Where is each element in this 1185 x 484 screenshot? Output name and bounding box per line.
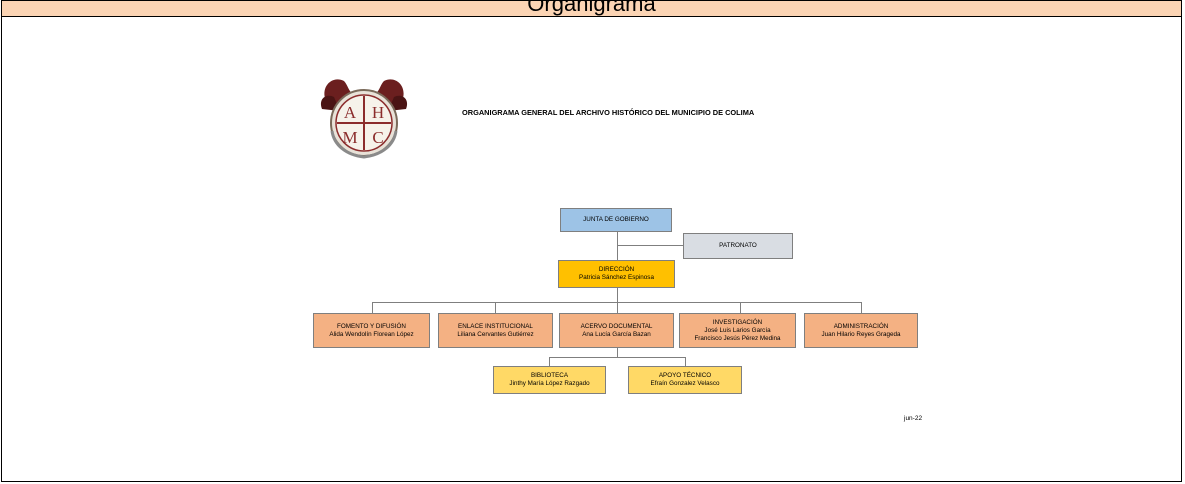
department-name: Alida Wendolín Florean López <box>329 330 414 338</box>
header-bar: Organigrama <box>1 0 1182 17</box>
document-title: ORGANIGRAMA GENERAL DEL ARCHIVO HISTÓRIC… <box>462 108 755 117</box>
department-title: INVESTIGACIÓN <box>712 318 763 326</box>
direccion-box: DIRECCIÓN Patricia Sánchez Espinosa <box>558 260 675 288</box>
subunit-title: APOYO TÉCNICO <box>658 372 712 379</box>
direccion-title: DIRECCIÓN <box>598 266 635 273</box>
header-title: Organigrama <box>527 0 656 16</box>
subunit-name: Efraín Gonzalez Velasco <box>650 380 720 387</box>
connector-sub-1 <box>549 357 550 366</box>
connector-dept-5 <box>861 302 862 313</box>
connector-sub-2 <box>685 357 686 366</box>
department-administracion-box: ADMINISTRACIÓN Juan Hilario Reyes Graged… <box>804 313 918 348</box>
department-enlace-box: ENLACE INSTITUCIONAL Liliana Cervantes G… <box>438 313 553 348</box>
logo-letter-m: M <box>342 128 357 147</box>
patronato-title: PATRONATO <box>719 242 757 249</box>
department-title: ENLACE INSTITUCIONAL <box>458 322 533 330</box>
department-investigacion-box: INVESTIGACIÓN José Luis Larios García Fr… <box>679 313 796 348</box>
junta-title: JUNTA DE GOBIERNO <box>583 216 649 223</box>
logo-letter-h: H <box>372 103 384 122</box>
connector-dept-2 <box>495 302 496 313</box>
connector-dept-4 <box>740 302 741 313</box>
subunit-apoyo-tecnico-box: APOYO TÉCNICO Efraín Gonzalez Velasco <box>628 366 742 394</box>
subunit-biblioteca-box: BIBLIOTECA Jinthy María López Razgado <box>493 366 606 394</box>
subunit-title: BIBLIOTECA <box>530 372 569 379</box>
department-title: ADMINISTRACIÓN <box>833 322 889 330</box>
direccion-name: Patricia Sánchez Espinosa <box>579 274 654 281</box>
department-name: Juan Hilario Reyes Grageda <box>821 330 901 338</box>
department-acervo-box: ACERVO DOCUMENTAL Ana Lucía García Bazan <box>559 313 674 348</box>
connector-subunits-bus <box>549 357 685 358</box>
department-title: ACERVO DOCUMENTAL <box>580 322 653 330</box>
logo-letter-c: C <box>372 128 383 147</box>
department-name: Ana Lucía García Bazan <box>582 330 651 338</box>
connector-dept-3 <box>617 302 618 313</box>
department-name: José Luis Larios García <box>704 326 771 334</box>
connector-junta-direccion <box>617 231 618 261</box>
connector-dept-1 <box>372 302 373 313</box>
connector-patronato <box>617 245 683 246</box>
ahmc-logo: A H M C <box>320 79 408 159</box>
department-title: FOMENTO Y DIFUSIÓN <box>337 322 406 330</box>
department-name: Liliana Cervantes Gutiérrez <box>457 330 534 338</box>
logo-letter-a: A <box>344 103 357 122</box>
document-date: jun-22 <box>904 415 923 422</box>
subunit-name: Jinthy María López Razgado <box>509 380 590 387</box>
department-fomento-box: FOMENTO Y DIFUSIÓN Alida Wendolín Florea… <box>313 313 430 348</box>
connector-acervo-subunits <box>617 348 618 357</box>
patronato-box: PATRONATO <box>683 233 793 259</box>
junta-de-gobierno-box: JUNTA DE GOBIERNO <box>560 208 672 232</box>
connector-direccion-departments <box>617 288 618 302</box>
department-name-2: Francisco Jesús Pérez Medina <box>694 334 781 342</box>
